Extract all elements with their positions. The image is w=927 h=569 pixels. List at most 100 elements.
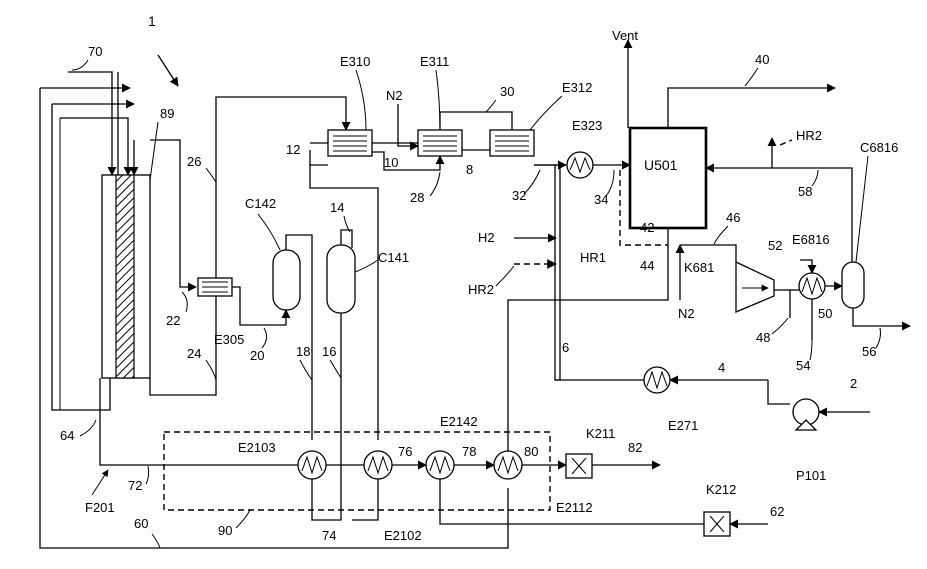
label-82: 82	[628, 440, 642, 455]
label-f201: F201	[85, 500, 115, 515]
leader-e310	[356, 70, 366, 130]
leader-60	[152, 534, 160, 548]
label-10: 10	[384, 155, 398, 170]
label-c6816: C6816	[860, 140, 898, 155]
label-e310: E310	[340, 54, 370, 69]
leader-30	[486, 100, 496, 112]
leader-24	[206, 360, 216, 380]
leader-89	[150, 122, 158, 180]
leader-16	[330, 360, 341, 378]
label-18: 18	[296, 344, 310, 359]
exchanger-e312	[490, 130, 534, 156]
stream-40-line	[668, 88, 835, 128]
leader-46	[714, 226, 728, 244]
label-26: 26	[187, 154, 201, 169]
label-n2-bottom: N2	[678, 306, 695, 321]
exchanger-e2103	[298, 451, 326, 479]
label-30: 30	[500, 84, 514, 99]
label-89: 89	[160, 106, 174, 121]
leader-40	[745, 68, 758, 86]
label-e323: E323	[572, 118, 602, 133]
stream-64-line	[52, 104, 110, 410]
label-e6816: E6816	[792, 232, 830, 247]
label-80: 80	[524, 444, 538, 459]
label-6: 6	[562, 340, 569, 355]
leader-c142	[258, 214, 280, 250]
label-58: 58	[798, 184, 812, 199]
label-22: 22	[166, 313, 180, 328]
exchanger-e323	[567, 152, 593, 178]
label-e312: E312	[562, 80, 592, 95]
leader-56	[876, 328, 881, 348]
exchanger-e2112	[494, 451, 522, 479]
label-vent: Vent	[612, 28, 638, 43]
pump-p101	[793, 399, 819, 430]
label-48: 48	[756, 330, 770, 345]
label-12: 12	[286, 142, 300, 157]
exchanger-e311	[418, 130, 462, 156]
label-46: 46	[726, 210, 740, 225]
label-44: 44	[640, 258, 654, 273]
label-54: 54	[796, 358, 810, 373]
label-74: 74	[322, 528, 336, 543]
label-n2-top: N2	[386, 88, 403, 103]
label-hr1: HR1	[580, 250, 606, 265]
vessel-c141	[327, 245, 355, 313]
e2102-return	[352, 479, 378, 520]
hr2-right-dash	[780, 140, 792, 145]
cooler-k211	[566, 454, 592, 478]
leader-hr2-left	[496, 266, 514, 286]
leader-c141	[355, 260, 378, 272]
label-c141: C141	[378, 250, 409, 265]
label-76: 76	[398, 444, 412, 459]
compressor-k681	[736, 262, 774, 312]
exchanger-box-90	[164, 432, 550, 510]
label-50: 50	[818, 306, 832, 321]
label-64: 64	[60, 428, 74, 443]
label-60: 60	[134, 516, 148, 531]
exchanger-e305	[198, 278, 232, 296]
leader-26	[206, 168, 216, 182]
stream-32-line	[534, 165, 560, 380]
leader-54	[810, 340, 812, 360]
label-e2102: E2102	[384, 528, 422, 543]
label-e305: E305	[214, 332, 244, 347]
label-hr2-left: HR2	[468, 282, 494, 297]
label-42: 42	[640, 220, 654, 235]
exchanger-e310	[328, 130, 372, 156]
leader-18	[300, 360, 312, 380]
label-e271: E271	[668, 418, 698, 433]
label-70: 70	[88, 44, 102, 59]
vessel-c142	[273, 250, 300, 310]
label-90: 90	[218, 523, 232, 538]
label-u501: U501	[644, 157, 678, 173]
label-e2103: E2103	[238, 440, 276, 455]
leader-70	[72, 60, 88, 70]
leader-20	[262, 328, 267, 348]
label-28: 28	[410, 190, 424, 205]
vessel-c6816	[842, 262, 864, 308]
stream-12-line	[310, 150, 328, 165]
leader-e312	[530, 96, 562, 130]
stream-56-line	[853, 308, 910, 326]
label-fig-1: 1	[148, 13, 156, 29]
n2-top-line	[398, 104, 418, 146]
label-k211: K211	[586, 426, 615, 441]
p101-out	[768, 380, 790, 404]
label-hr2-right: HR2	[796, 128, 822, 143]
stream-24-line	[150, 296, 216, 395]
label-20: 20	[250, 348, 264, 363]
label-56: 56	[862, 344, 876, 359]
label-34: 34	[594, 192, 608, 207]
leader-22	[182, 292, 187, 312]
label-h2: H2	[478, 230, 495, 245]
leader-c6816	[856, 156, 868, 262]
label-8: 8	[466, 162, 473, 177]
label-p101: P101	[796, 468, 826, 483]
leader-90	[236, 510, 250, 528]
label-72: 72	[128, 478, 142, 493]
leader-72	[146, 466, 149, 484]
exchanger-e2142	[426, 451, 454, 479]
leader-58	[812, 170, 818, 186]
